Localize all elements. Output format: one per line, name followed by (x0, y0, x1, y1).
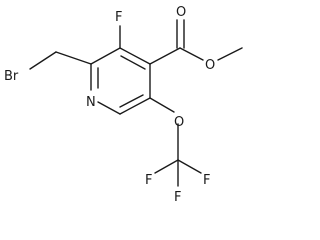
bond-c4-ccarbonyl (149, 47, 181, 65)
bond-ch2-c2 (55, 51, 92, 65)
bond-c2-c3 (90, 47, 121, 65)
bond-c6-n (97, 101, 121, 115)
atom-o-carbonyl: O (176, 5, 186, 20)
atom-f-cf3-right: F (203, 173, 210, 188)
bond-c3-c4 (119, 47, 151, 65)
bond-c5-oether (149, 97, 175, 113)
structure-canvas: Br F O O N O F F F (4, 5, 243, 205)
bond-c-oester (179, 47, 204, 61)
bond-cf3-fright (177, 159, 202, 174)
bond-cf3-fleft (154, 159, 179, 174)
molecule-drawing: Br F O O N O F F F (4, 5, 243, 205)
bond-br-ch2 (29, 51, 57, 70)
atom-f-cf3-bottom: F (174, 190, 181, 205)
atom-f-ring: F (115, 10, 122, 25)
atom-br: Br (4, 69, 19, 84)
atom-o-ether: O (174, 115, 184, 130)
bond-c3-c4-double (120, 55, 146, 70)
atom-n: N (86, 95, 96, 110)
bond-c5-c6-double (119, 94, 144, 108)
bonds (29, 19, 243, 187)
bond-c5-c6 (119, 97, 151, 115)
atom-o-ester: O (205, 58, 215, 73)
atom-labels: Br F O O N O F F F (4, 5, 215, 205)
atom-f-cf3-left: F (145, 173, 152, 188)
bond-oester-ch3 (217, 47, 243, 61)
